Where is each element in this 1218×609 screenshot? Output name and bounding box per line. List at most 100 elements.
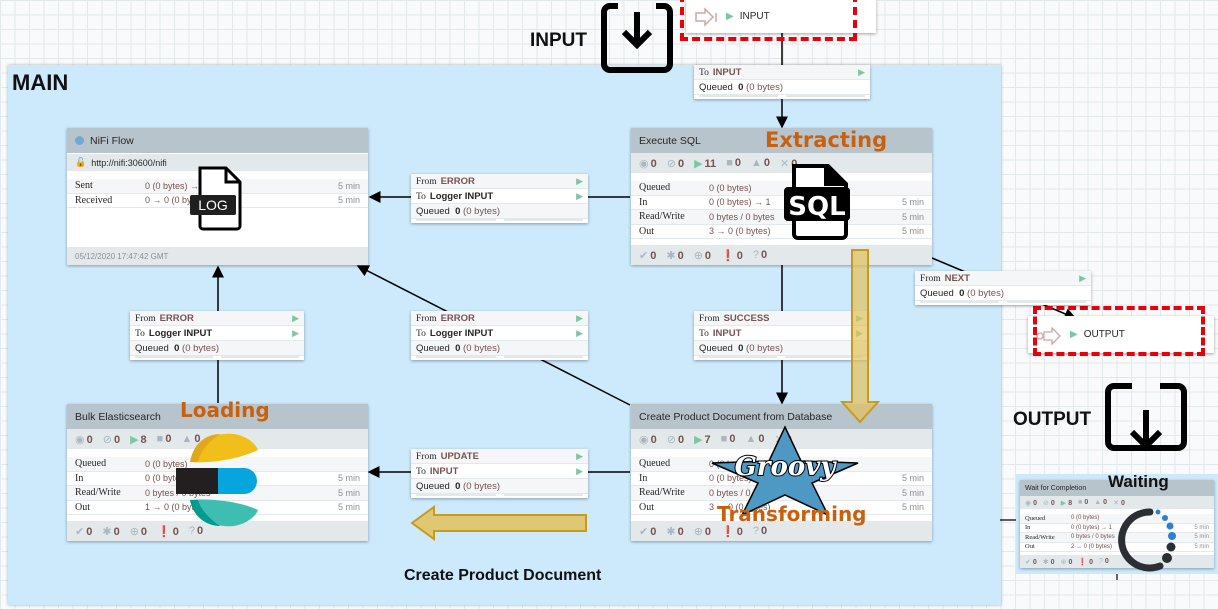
warning-icon: ▲ [1094, 499, 1102, 506]
running-icon: ▶ [130, 433, 139, 446]
loading-spinner-icon [1118, 508, 1176, 572]
run-status-icon: ▶ [576, 175, 583, 186]
processor-title: Bulk Elasticsearch [75, 410, 161, 423]
loading-annotation: Loading [180, 398, 270, 422]
transmitting-icon: ◉ [639, 157, 649, 170]
modified-icon: ✱ [1042, 558, 1049, 566]
stale-icon: ⊕ [693, 249, 703, 262]
run-status-icon: ▶ [576, 465, 583, 476]
input-port-name: INPUT [739, 11, 770, 22]
run-status-icon: ▶ [292, 327, 299, 338]
output-annotation-label: OUTPUT [1013, 409, 1092, 430]
flow-arrow-left-icon [410, 505, 587, 541]
sync-failure-icon: ❗ [721, 525, 735, 538]
transmitting-icon: ◉ [639, 433, 649, 446]
output-port-icon [1036, 325, 1061, 346]
disabled-icon: ✕ [779, 157, 790, 170]
sync-failure-icon: ❗ [1078, 558, 1088, 566]
run-status-icon: ▶ [1070, 329, 1078, 340]
running-icon: ▶ [1060, 499, 1067, 507]
create-product-document-caption: Create Product Document [404, 567, 602, 584]
processor-footer: ✔0 ✱0 ⊕0 ❗0 ?0 [631, 245, 932, 265]
remote-group-timestamp: 05/12/2020 17:47:42 GMT [67, 247, 368, 265]
modified-icon: ✱ [666, 525, 676, 538]
queue-progress-bars [130, 356, 304, 360]
input-port[interactable]: ▶ INPUT [686, 0, 876, 33]
group-title: MAIN [12, 70, 69, 95]
run-status-icon: ▶ [292, 312, 299, 323]
sync-failure-icon: ❗ [157, 525, 171, 538]
extracting-annotation: Extracting [765, 128, 888, 152]
warning-icon: ▲ [745, 433, 757, 445]
processor-footer: ✔0 ✱0 ⊕0 ❗0 ?0 [67, 521, 368, 541]
stopped-icon: ■ [726, 157, 733, 169]
waiting-annotation: Waiting [1108, 472, 1169, 491]
processor-stats: ◉0 ⊘0 ▶8 ■0 ▲0 ✕0 [1020, 496, 1214, 509]
unknown-icon: ? [752, 249, 759, 261]
elasticsearch-logo-icon [176, 433, 258, 527]
output-port[interactable]: ▶ OUTPUT [1028, 316, 1214, 353]
stopped-icon: ■ [156, 433, 164, 445]
queue-progress-bars [411, 494, 588, 498]
sync-failure-icon: ❗ [721, 249, 735, 262]
not-transmitting-icon: ⊘ [102, 433, 112, 446]
queue-progress-bars [411, 219, 588, 223]
processor-wait-for-completion[interactable]: Wait for Completion ◉0 ⊘0 ▶8 ■0 ▲0 ✕0 Qu… [1020, 480, 1214, 568]
remote-url[interactable]: http://nifi:30600/nifi [91, 157, 167, 168]
transmitting-icon: ◉ [75, 433, 85, 446]
transmitting-icon: ◉ [1025, 499, 1032, 507]
modified-icon: ✱ [666, 249, 676, 262]
stale-icon: ⊕ [129, 525, 139, 538]
queue-progress-bars [694, 356, 868, 360]
run-status-icon: ▶ [576, 450, 583, 461]
not-transmitting-icon: ⊘ [666, 433, 676, 446]
transmitting-icon [75, 136, 84, 145]
unlock-icon: 🔓 [75, 157, 87, 167]
run-status-icon: ▶ [576, 190, 583, 201]
run-status-icon: ▶ [576, 327, 583, 338]
remote-url-bar: 🔓 http://nifi:30600/nifi [67, 153, 368, 171]
input-annotation-label: INPUT [530, 30, 587, 51]
processor-title: Create Product Document from Database [639, 410, 833, 423]
warning-icon: ▲ [750, 157, 762, 169]
processor-title: Execute SQL [639, 134, 701, 147]
sql-badge-text: SQL [788, 192, 845, 222]
remote-group-title: NiFi Flow [90, 134, 134, 147]
not-transmitting-icon: ⊘ [1043, 499, 1049, 507]
log-file-icon: LOG [190, 166, 242, 231]
download-tray-icon [1105, 383, 1187, 451]
disabled-icon: ✕ [1113, 499, 1119, 507]
unknown-icon: ? [1098, 558, 1103, 565]
flow-arrow-down-icon [840, 249, 880, 424]
processor-footer: ✔0 ✱0 ⊕0 ❗0 ?0 [631, 521, 932, 541]
up-to-date-icon: ✔ [75, 525, 85, 538]
unknown-icon: ? [188, 525, 195, 537]
unknown-icon: ? [752, 525, 759, 537]
run-status-icon: ▶ [726, 11, 734, 22]
transforming-annotation: Transforming [717, 502, 867, 526]
warning-icon: ▲ [181, 433, 193, 445]
modified-icon: ✱ [102, 525, 112, 538]
stale-icon: ⊕ [1060, 558, 1067, 566]
stopped-icon: ■ [1078, 499, 1083, 506]
up-to-date-icon: ✔ [639, 525, 649, 538]
not-transmitting-icon: ⊘ [666, 157, 676, 170]
up-to-date-icon: ✔ [1025, 558, 1031, 566]
input-port-icon [695, 6, 717, 27]
stale-icon: ⊕ [693, 525, 703, 538]
